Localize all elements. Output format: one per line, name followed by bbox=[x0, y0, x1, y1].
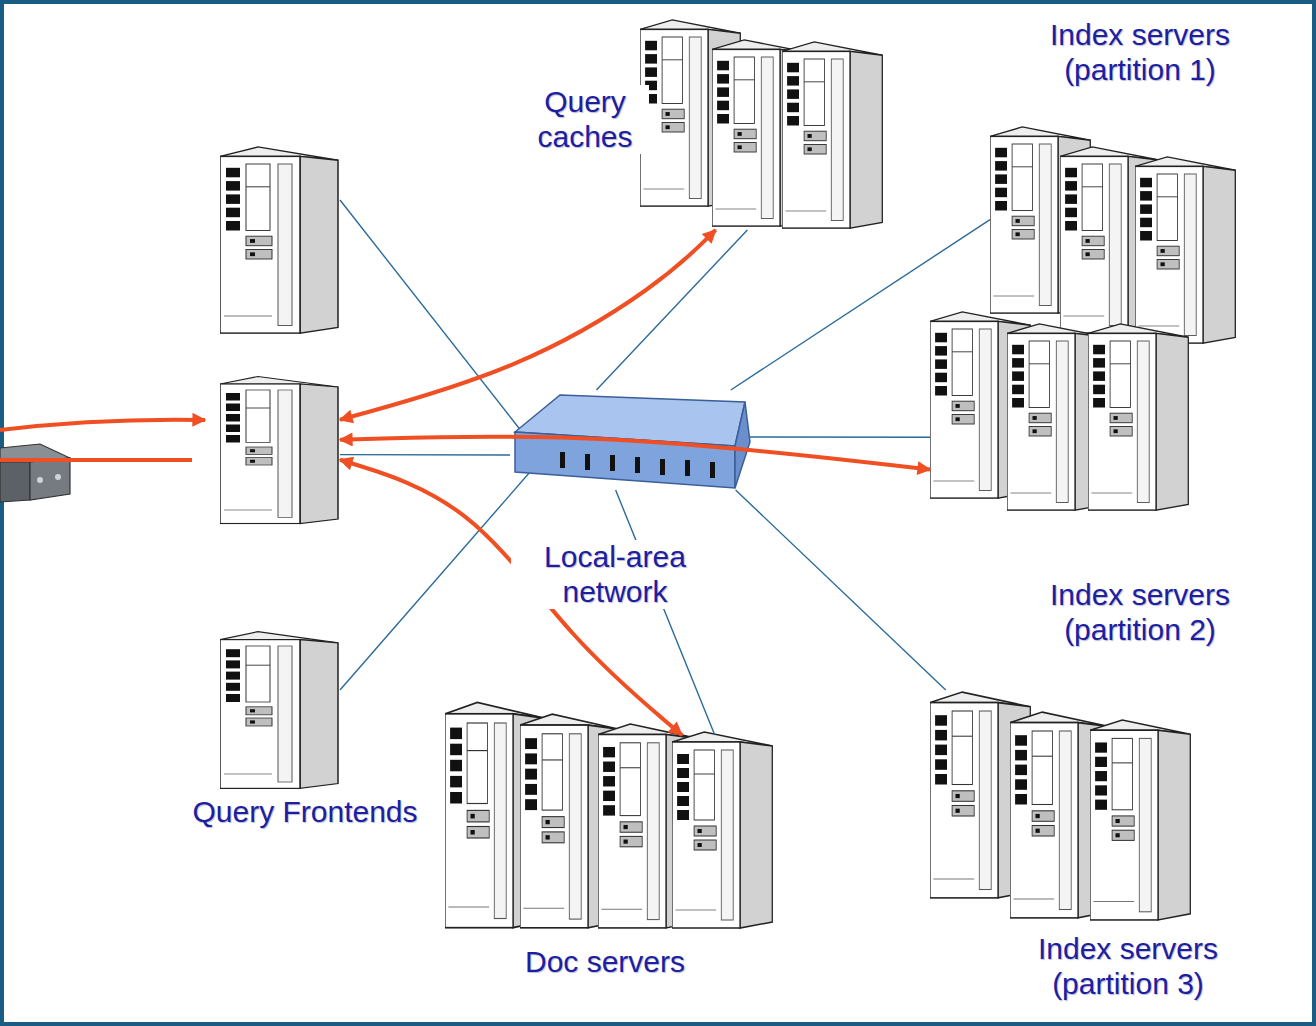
balancer-light bbox=[55, 474, 61, 480]
index-servers: Index servers (partition 2) bbox=[930, 310, 1190, 512]
group-label: Doc servers bbox=[521, 945, 689, 980]
switch-port bbox=[710, 462, 715, 478]
balancer-front bbox=[0, 462, 30, 502]
server-tower bbox=[1090, 720, 1190, 920]
lan-wire bbox=[736, 490, 946, 690]
network-switch: Local-area network bbox=[510, 390, 750, 490]
switch-port bbox=[685, 460, 690, 476]
doc-servers: Doc servers bbox=[445, 735, 774, 930]
server-tower bbox=[672, 732, 772, 928]
server-tower bbox=[220, 632, 338, 789]
switch-port bbox=[635, 457, 640, 473]
lan-wire bbox=[340, 472, 530, 690]
lan-wire bbox=[616, 490, 715, 735]
switch-side bbox=[735, 402, 750, 488]
lan-wire bbox=[750, 436, 930, 438]
response-line bbox=[0, 458, 192, 462]
cache-servers: Query caches bbox=[640, 18, 884, 230]
switch-port bbox=[560, 452, 565, 468]
load-balancer bbox=[0, 444, 70, 502]
index-servers: Index servers (partition 3) bbox=[930, 690, 1192, 930]
server-tower bbox=[220, 377, 338, 524]
balancer-side bbox=[30, 458, 70, 500]
lan-wire bbox=[731, 220, 990, 390]
request-arrow bbox=[340, 437, 930, 470]
server-tower bbox=[782, 42, 882, 228]
balancer-light bbox=[37, 477, 43, 483]
request-arrow bbox=[340, 230, 716, 420]
server-tower bbox=[1088, 324, 1188, 510]
server-tower bbox=[1135, 157, 1235, 343]
switch-port bbox=[610, 455, 615, 471]
group-label: Index servers (partition 2) bbox=[1011, 578, 1269, 647]
lan-wire bbox=[340, 454, 510, 456]
switch-port bbox=[585, 454, 590, 470]
request-arrow bbox=[0, 420, 205, 430]
group-label: Local-area network bbox=[511, 540, 719, 609]
server-tower bbox=[220, 147, 338, 333]
frontend-servers: Query Frontends bbox=[220, 145, 340, 790]
group-label: Query caches bbox=[521, 85, 649, 154]
group-label: Query Frontends bbox=[188, 795, 421, 830]
group-label: Index servers (partition 1) bbox=[1011, 18, 1269, 87]
lan-wire bbox=[340, 200, 522, 432]
index-servers: Index servers (partition 1) bbox=[990, 125, 1237, 345]
switch-port bbox=[660, 459, 665, 475]
group-label: Index servers (partition 3) bbox=[999, 932, 1257, 1001]
